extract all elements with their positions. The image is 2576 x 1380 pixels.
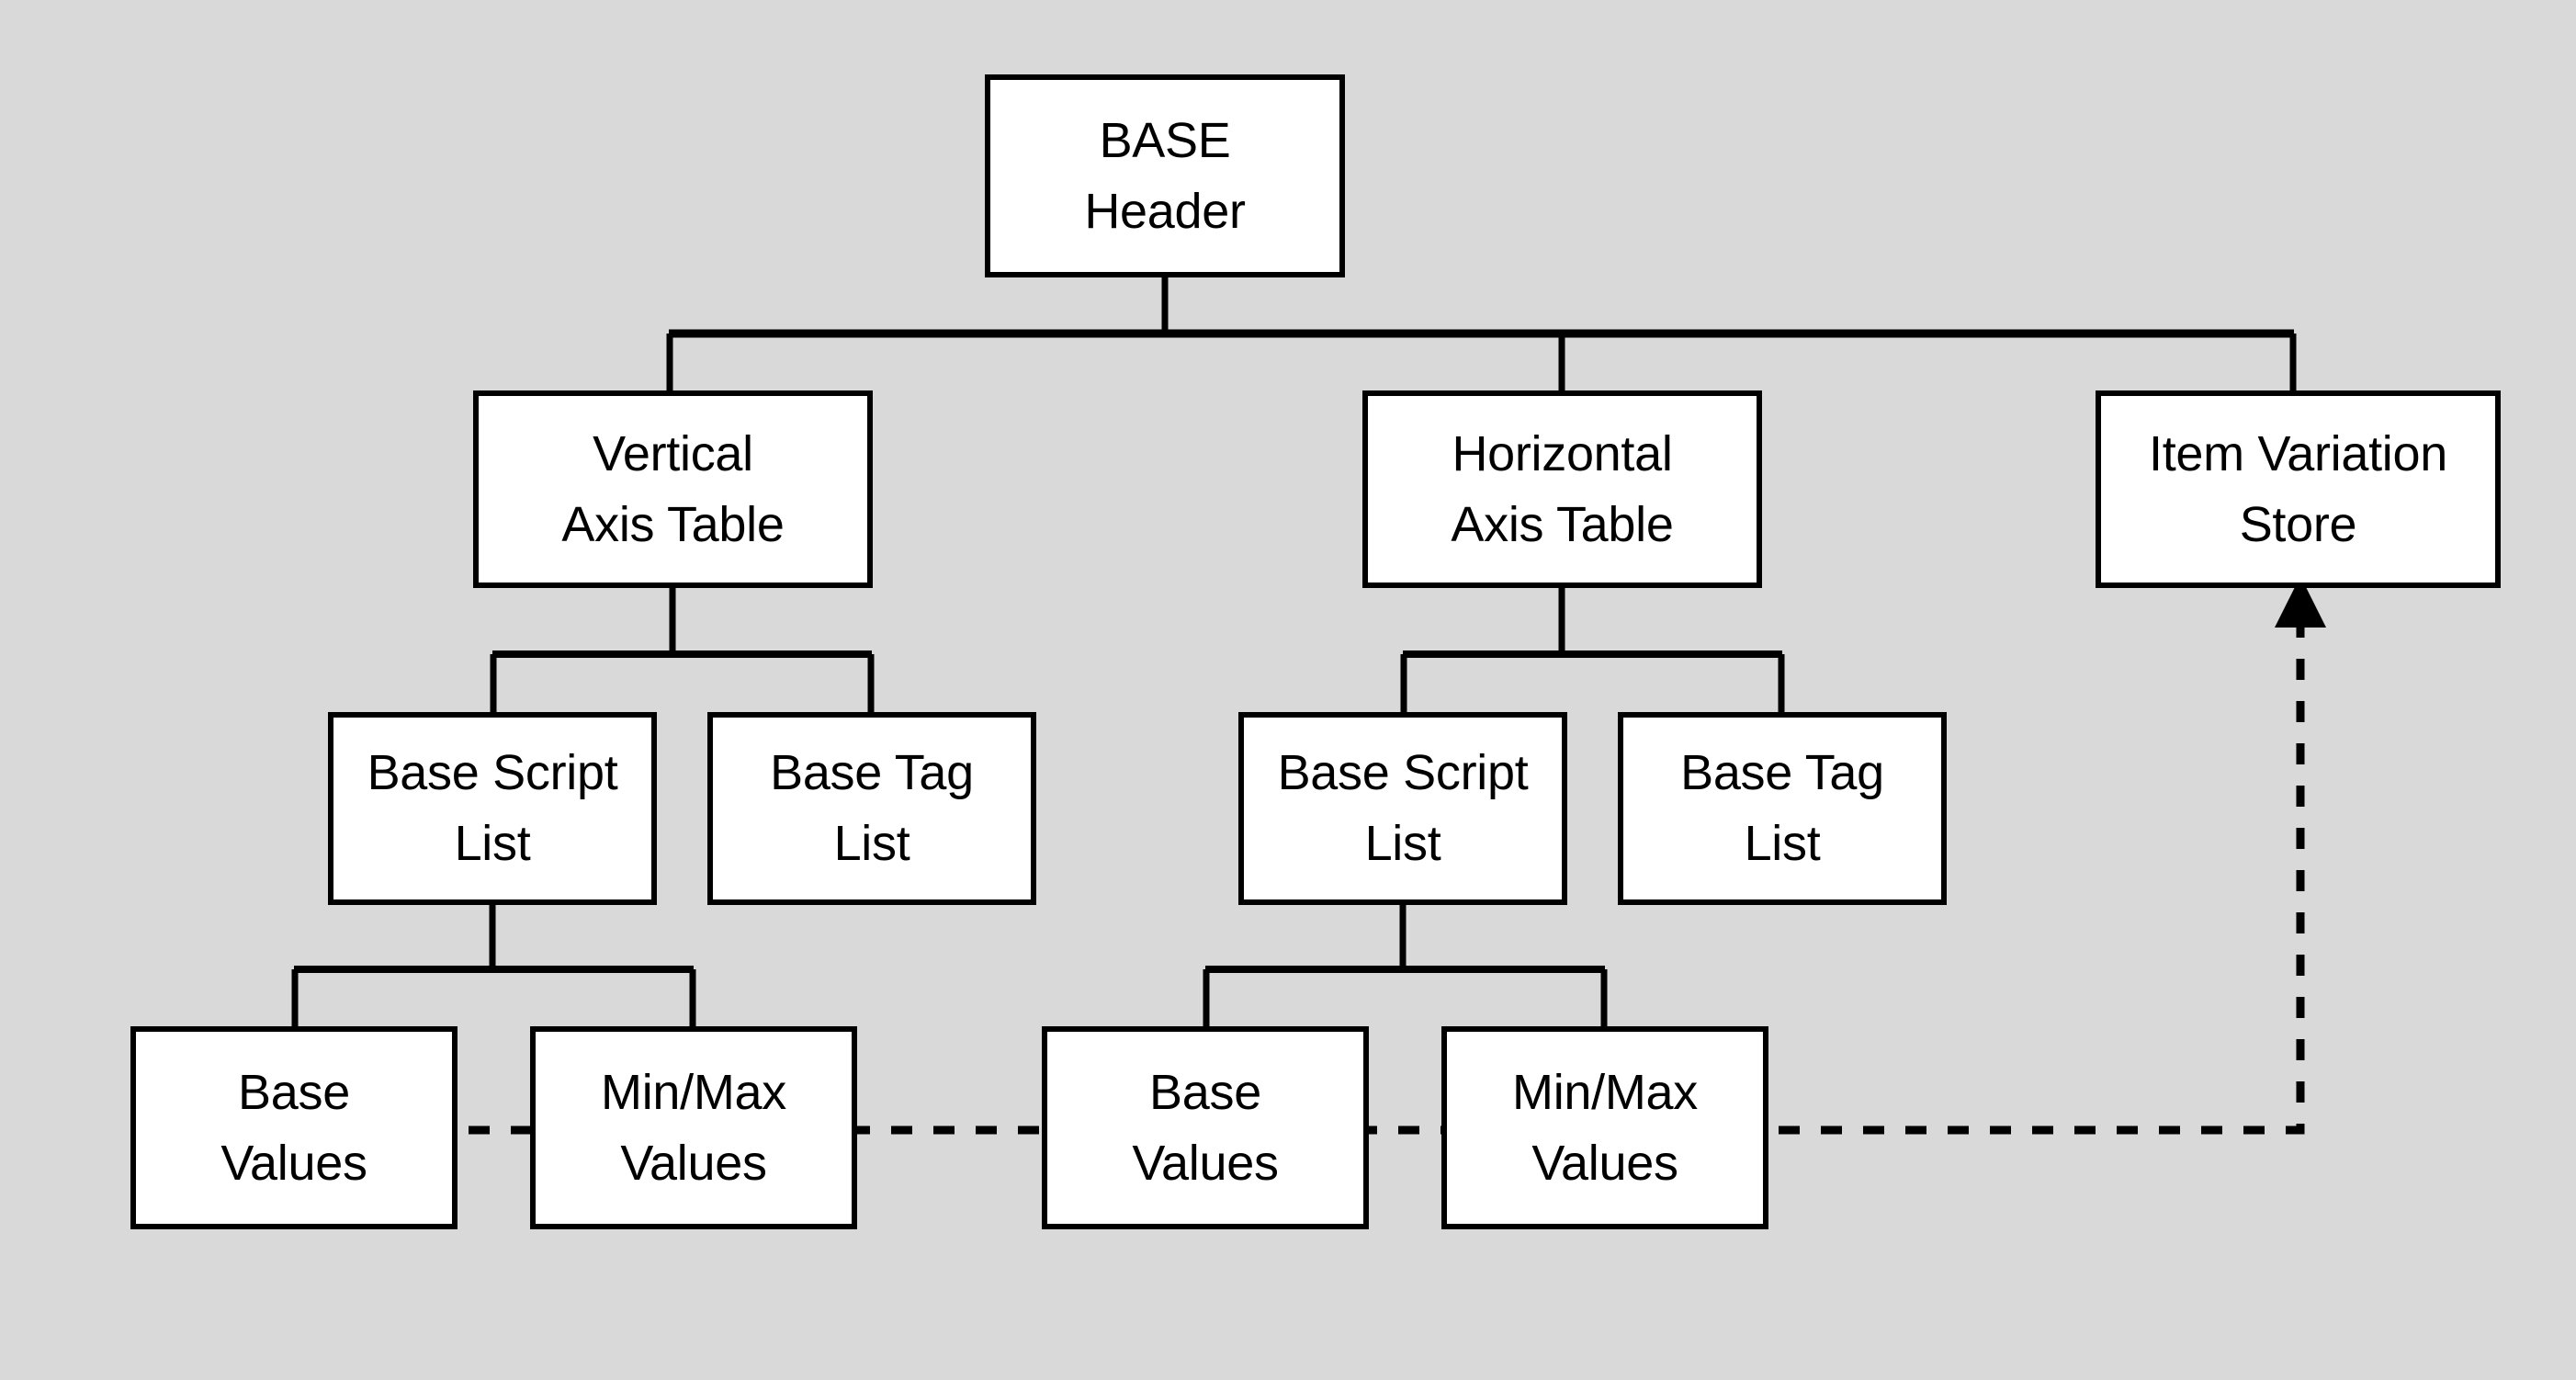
node-vertical-axis-table[interactable]: Vertical Axis Table (473, 390, 873, 588)
node-base-tag-list-left-line-2: List (833, 816, 910, 871)
node-horizontal-axis-table-line-1: Horizontal (1452, 425, 1673, 481)
node-minmax-values-left[interactable]: Min/Max Values (530, 1026, 857, 1229)
node-minmax-values-left-line-1: Min/Max (601, 1064, 786, 1120)
node-minmax-values-right[interactable]: Min/Max Values (1441, 1026, 1768, 1229)
node-base-tag-list-right-line-1: Base Tag (1680, 745, 1884, 801)
node-item-variation-store-line-1: Item Variation (2149, 425, 2447, 481)
node-base-script-list-right[interactable]: Base Script List (1238, 712, 1567, 905)
node-base-values-right-line-2: Values (1132, 1135, 1279, 1191)
node-base-header-line-1: BASE (1099, 112, 1231, 168)
node-base-values-right[interactable]: Base Values (1042, 1026, 1369, 1229)
node-base-values-left-line-2: Values (220, 1135, 367, 1191)
node-base-tag-list-right[interactable]: Base Tag List (1618, 712, 1947, 905)
node-base-tag-list-right-line-2: List (1744, 816, 1821, 871)
node-base-script-list-left-line-2: List (454, 816, 531, 871)
node-base-values-left-line-1: Base (238, 1064, 350, 1120)
node-minmax-values-right-line-2: Values (1531, 1135, 1678, 1191)
node-base-values-right-line-1: Base (1149, 1064, 1261, 1120)
node-base-values-left[interactable]: Base Values (130, 1026, 458, 1229)
node-base-header-line-2: Header (1084, 183, 1246, 239)
node-vertical-axis-table-line-2: Axis Table (561, 496, 785, 552)
node-base-tag-list-left-line-1: Base Tag (770, 745, 974, 801)
node-horizontal-axis-table-line-2: Axis Table (1451, 496, 1674, 552)
node-item-variation-store[interactable]: Item Variation Store (2096, 390, 2501, 588)
node-base-script-list-left[interactable]: Base Script List (328, 712, 657, 905)
node-minmax-values-left-line-2: Values (620, 1135, 767, 1191)
node-base-header[interactable]: BASE Header (985, 74, 1345, 277)
node-base-script-list-left-line-1: Base Script (367, 745, 618, 801)
node-base-tag-list-left[interactable]: Base Tag List (707, 712, 1036, 905)
node-minmax-values-right-line-1: Min/Max (1512, 1064, 1698, 1120)
node-vertical-axis-table-line-1: Vertical (593, 425, 753, 481)
node-base-script-list-right-line-1: Base Script (1277, 745, 1529, 801)
node-horizontal-axis-table[interactable]: Horizontal Axis Table (1362, 390, 1762, 588)
node-base-script-list-right-line-2: List (1364, 816, 1441, 871)
node-item-variation-store-line-2: Store (2239, 496, 2357, 552)
